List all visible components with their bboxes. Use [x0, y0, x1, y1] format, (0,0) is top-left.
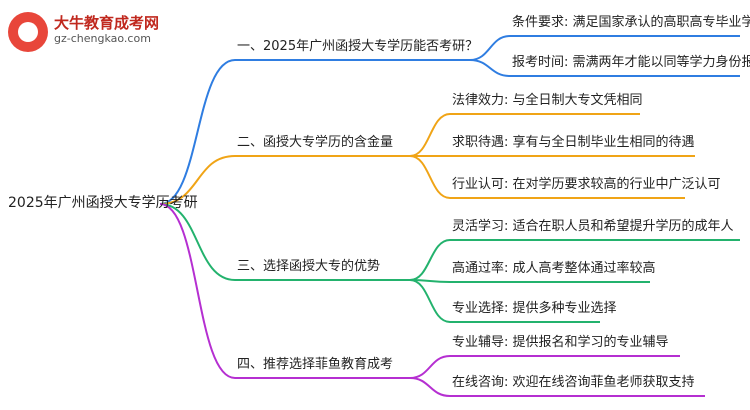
connector-branch-2 — [159, 113, 695, 205]
branch-1-leaf-2: 报考时间: 需满两年才能以同等学力身份报考 — [512, 55, 750, 70]
connector-branch-4-leaf-1 — [409, 355, 680, 379]
connector-branch-3-leaf-2 — [409, 279, 650, 283]
logo-emblem-icon — [8, 12, 48, 52]
connector-root-to-branch-2 — [159, 155, 410, 205]
connector-branch-3-leaf-3 — [409, 279, 600, 323]
branch-3-leaf-1: 灵活学习: 适合在职人员和希望提升学历的成年人 — [452, 219, 734, 234]
root-node: 2025年广州函授大专学历考研 — [8, 195, 198, 211]
connector-branch-1-leaf-1 — [469, 35, 740, 61]
branch-3-leaf-2: 高通过率: 成人高考整体通过率较高 — [452, 261, 656, 276]
branch-4-leaf-1: 专业辅导: 提供报名和学习的专业辅导 — [452, 335, 669, 350]
connector-branch-1-leaf-2 — [469, 59, 740, 77]
logo-url: gz-chengkao.com — [54, 32, 151, 45]
logo-title: 大牛教育成考网 — [54, 14, 160, 32]
branch-2-label: 二、函授大专学历的含金量 — [237, 135, 394, 150]
connector-branch-2-leaf-3 — [409, 155, 685, 199]
branch-2-leaf-3: 行业认可: 在对学历要求较高的行业中广泛认可 — [452, 177, 721, 192]
branch-2-leaf-2: 求职待遇: 享有与全日制毕业生相同的待遇 — [452, 135, 695, 150]
branch-2-leaf-1: 法律效力: 与全日制大专文凭相同 — [452, 93, 643, 108]
branch-4-label: 四、推荐选择菲鱼教育成考 — [237, 357, 394, 372]
connector-branch-4-leaf-2 — [409, 377, 705, 397]
branch-3-label: 三、选择函授大专的优势 — [237, 259, 381, 274]
branch-4-leaf-2: 在线咨询: 欢迎在线咨询菲鱼老师获取支持 — [452, 375, 695, 390]
branch-1-label: 一、2025年广州函授大专学历能否考研？ — [237, 39, 479, 54]
branch-3-leaf-3: 专业选择: 提供多种专业选择 — [452, 301, 617, 316]
connector-branch-3 — [159, 203, 740, 323]
connector-branch-4 — [159, 203, 705, 397]
connector-root-to-branch-3 — [159, 203, 410, 281]
branch-1-leaf-1: 条件要求: 满足国家承认的高职高专毕业学历 — [512, 15, 750, 30]
connector-root-to-branch-1 — [159, 59, 470, 205]
connector-branch-2-leaf-1 — [409, 113, 640, 157]
connector-branch-1 — [159, 35, 740, 205]
connector-root-to-branch-4 — [159, 203, 410, 379]
connector-branch-3-leaf-1 — [409, 239, 740, 281]
site-logo: 大牛教育成考网 gz-chengkao.com — [6, 10, 196, 52]
